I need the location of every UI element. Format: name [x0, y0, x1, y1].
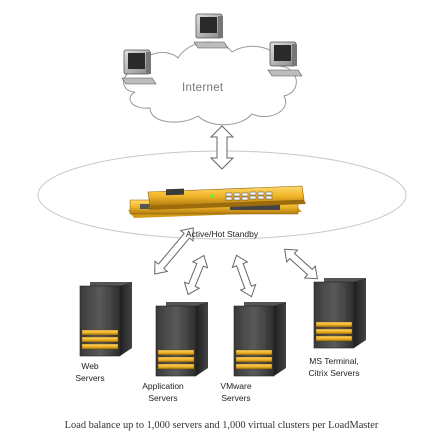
double-arrow-icon — [154, 227, 194, 275]
internet-label: Internet — [182, 82, 224, 94]
server-label-vmware: VMware Servers — [220, 381, 252, 404]
double-arrow-icon — [183, 254, 209, 296]
workstation-icon — [193, 13, 229, 49]
workstation-icon — [267, 41, 303, 77]
loadmaster-appliance — [128, 185, 306, 218]
diagram-caption: Load balance up to 1,000 servers and 1,0… — [64, 420, 379, 431]
server-tower-icon — [79, 282, 132, 357]
double-arrow-icon — [209, 125, 235, 170]
double-arrow-icon — [231, 254, 257, 298]
server-tower-icon — [155, 302, 208, 377]
loadmaster-label: Active/Hot Standby — [185, 229, 259, 239]
server-tower-icon — [233, 302, 286, 377]
server-label-ms-terminal: MS Terminal, Citrix Servers — [308, 356, 360, 379]
server-tower-icon — [313, 278, 366, 349]
server-label-application: Application Servers — [142, 381, 184, 404]
internet-cloud — [123, 41, 297, 126]
double-arrow-icon — [284, 248, 318, 280]
server-label-web: Web Servers — [75, 361, 105, 384]
workstation-icon — [121, 49, 157, 85]
